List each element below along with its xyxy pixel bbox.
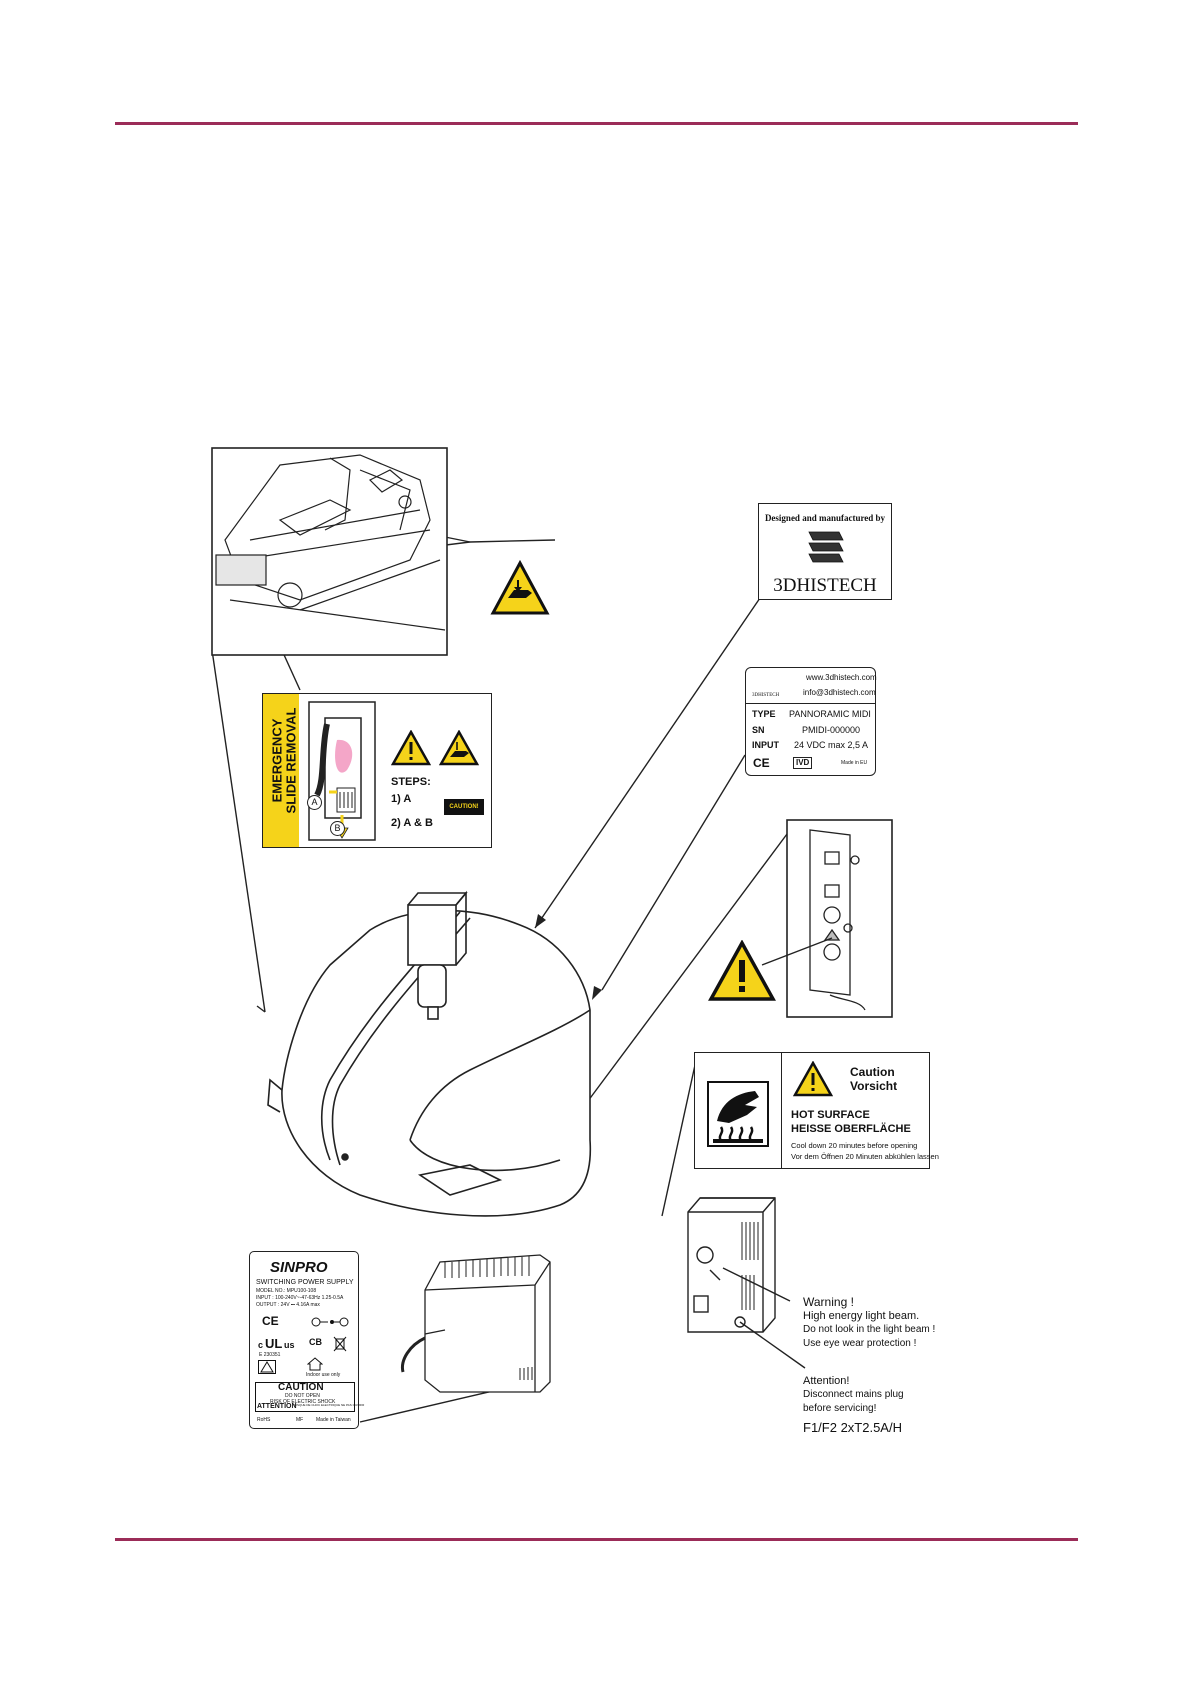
psu-mf: MF [296, 1417, 304, 1423]
psu-rohs: RoHS [257, 1417, 271, 1423]
rating-email: info@3dhistech.com [803, 688, 876, 697]
psu-caution: CAUTION [278, 1382, 324, 1393]
rating-label: 3DHISTECH www.3dhistech.com info@3dhiste… [745, 667, 877, 776]
hot-surface-icon [707, 1081, 769, 1147]
pinch-hazard-icon [490, 560, 550, 615]
weee-bin-icon [333, 1336, 347, 1352]
marker-b: B [330, 821, 345, 836]
emergency-title-line1: EMERGENCY [269, 718, 285, 803]
power-supply-label: SINPRO SWITCHING POWER SUPPLY MODEL NO.:… [249, 1251, 364, 1429]
manufacturer-heading: Designed and manufactured by [764, 513, 886, 523]
psu-ce-mark: CE [262, 1314, 279, 1328]
psu-attention: ATTENTION [257, 1403, 297, 1410]
bottom-rule [115, 1538, 1078, 1541]
pinch-hazard-icon [439, 730, 479, 766]
warning-line-3: Use eye wear protection ! [803, 1338, 917, 1349]
3dhistech-logo-icon [808, 531, 844, 563]
rating-sn-key: SN [752, 725, 765, 735]
hot-surface-label: Caution Vorsicht HOT SURFACE HEISSE OBER… [694, 1052, 939, 1169]
psu-ul-c: c [258, 1340, 264, 1350]
rating-type-value: PANNORAMIC MIDI [789, 709, 871, 719]
psu-caution-sub2: RISK OF ELECTRIC SHOCK [270, 1399, 336, 1405]
rating-web: www.3dhistech.com [806, 673, 877, 682]
caution-badge: CAUTION! [444, 799, 484, 815]
attention-line-1: Disconnect mains plug [803, 1389, 904, 1400]
psu-caution-sub1: DO NOT OPEN [285, 1393, 320, 1399]
fuse-rating: F1/F2 2xT2.5A/H [803, 1420, 902, 1435]
warning-triangle-icon [391, 730, 431, 766]
rating-input-value: 24 VDC max 2,5 A [794, 740, 869, 750]
emergency-yellow-band [263, 694, 299, 847]
warning-title: Warning ! [803, 1295, 854, 1309]
psu-attention-sub: RISQUE DE CHOC ELECTRIQUE NE PAS OUVRIR [294, 1403, 365, 1407]
vorsicht-text: Vorsicht [850, 1079, 898, 1093]
psu-output: OUTPUT : 24V ⎓ 4.16A max [256, 1302, 320, 1308]
rating-logo-text: 3DHISTECH [752, 693, 780, 698]
rating-sn-value: PMIDI-000000 [802, 725, 861, 735]
psu-cb-mark: CB [309, 1337, 322, 1347]
slide-holder-drawing [308, 701, 376, 841]
step-1: 1) A [391, 793, 412, 805]
step-2: 2) A & B [391, 817, 433, 829]
scanner-body-drawing [267, 890, 592, 1217]
laser-warning-icon [708, 940, 776, 1001]
psu-ul-mark: UL [265, 1336, 283, 1351]
rating-divider [746, 703, 875, 704]
heisse-oberflaeche-text: HEISSE OBERFLÄCHE [791, 1123, 911, 1135]
hot-surface-text: HOT SURFACE [791, 1109, 870, 1121]
cool-down-note: Cool down 20 minutes before opening [791, 1141, 918, 1150]
psu-model: MODEL NO.: MPU100-108 [256, 1288, 317, 1294]
lamp-house-drawing [687, 1197, 806, 1369]
caution-text: Caution [850, 1065, 895, 1079]
top-rule [115, 122, 1078, 125]
manufacturer-name: 3DHISTECH [773, 575, 877, 596]
warning-line-2: Do not look in the light beam ! [803, 1324, 936, 1335]
slide-loader-drawing [211, 447, 448, 656]
psu-ul-us: us [284, 1340, 295, 1350]
psu-input: INPUT : 100-240V~-47-63Hz 1.25-0.5A [256, 1295, 344, 1301]
steps-heading: STEPS: [391, 776, 431, 788]
psu-title: SWITCHING POWER SUPPLY [256, 1279, 354, 1286]
psu-warning-icon [258, 1360, 276, 1374]
marker-a: A [307, 795, 322, 810]
warning-line-1: High energy light beam. [803, 1310, 920, 1322]
rating-ce-mark: CE [753, 756, 770, 770]
psu-caution-box [255, 1382, 355, 1412]
rating-type-key: TYPE [752, 709, 776, 719]
attention-line-2: before servicing! [803, 1403, 877, 1414]
psu-brand: SINPRO [270, 1259, 328, 1276]
psu-ul-file: E 230351 [259, 1352, 281, 1358]
power-supply-drawing [400, 1254, 551, 1393]
rear-panel-drawing [761, 819, 893, 1018]
abkuehlen-note: Vor dem Öffnen 20 Minuten abkühlen lasse… [791, 1152, 939, 1161]
attention-title: Attention! [803, 1375, 850, 1387]
house-indoor-icon [307, 1357, 323, 1371]
rating-made-in: Made in EU [841, 760, 868, 766]
manufacturer-label: Designed and manufactured by 3DHISTECH [758, 503, 892, 600]
psu-made-in: Made in Taiwan [316, 1417, 351, 1423]
warning-triangle-icon [793, 1061, 833, 1097]
psu-indoor: Indoor use only [306, 1372, 341, 1378]
emergency-slide-removal-label: EMERGENCY SLIDE REMOVAL A B STEPS: 1) A … [262, 693, 492, 848]
rating-input-key: INPUT [752, 740, 779, 750]
polarity-icon [311, 1317, 349, 1327]
rating-ivd-mark: IVD [793, 757, 813, 769]
hot-surface-divider [781, 1053, 782, 1168]
emergency-title-line2: SLIDE REMOVAL [283, 707, 299, 814]
